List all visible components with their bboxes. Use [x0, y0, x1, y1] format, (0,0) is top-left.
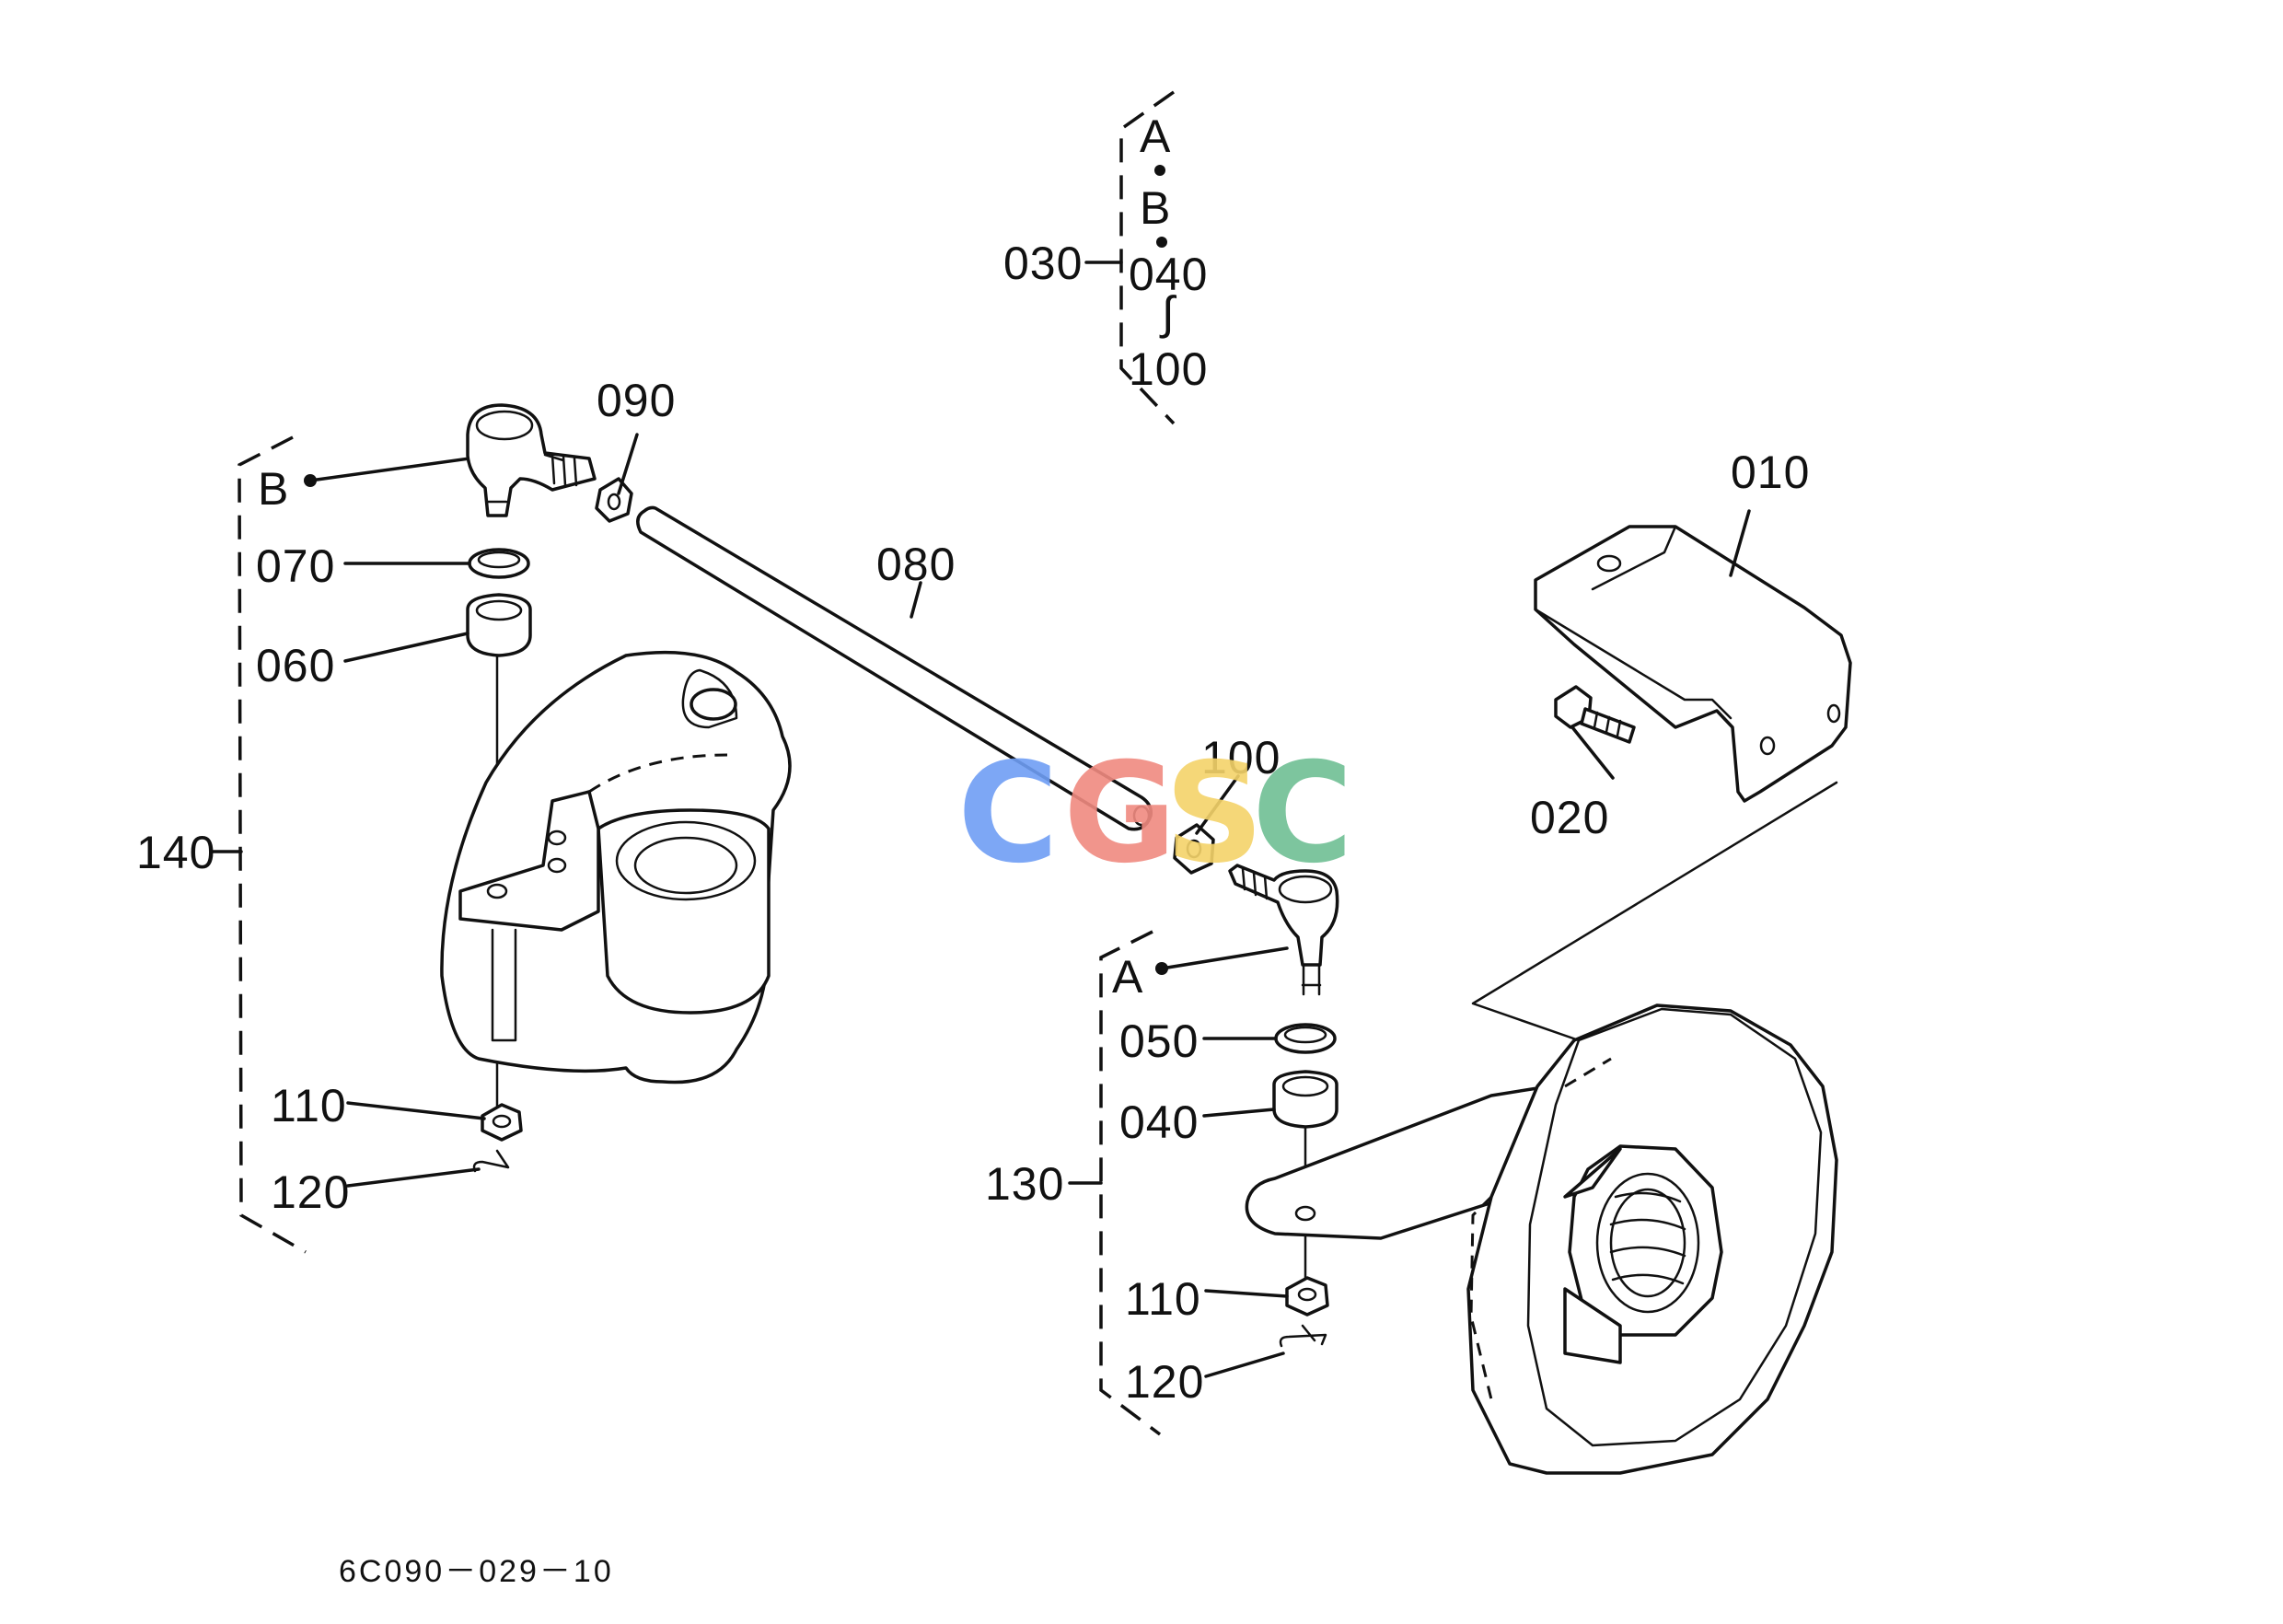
drawing-code: 6C090－029－10 — [339, 1554, 614, 1589]
callout-010: 010 — [1731, 447, 1810, 498]
set-group-030: 030 A B 040 ∫ 100 — [1003, 90, 1208, 425]
callout-060: 060 — [256, 640, 335, 691]
seal-060 — [466, 593, 532, 657]
watermark-letter-g: G — [1063, 734, 1176, 894]
knuckle-left — [440, 650, 792, 1085]
callout-140: 140 — [136, 827, 215, 878]
callout-070: 070 — [256, 540, 335, 592]
washer-050 — [1274, 1023, 1337, 1054]
callout-080: 080 — [876, 539, 956, 590]
set-line-a: A — [1140, 110, 1171, 162]
callout-110-right: 110 — [1125, 1273, 1201, 1325]
seal-040 — [1272, 1070, 1339, 1129]
callout-120-right: 120 — [1125, 1356, 1204, 1408]
callout-090: 090 — [597, 375, 676, 426]
tie-rod-end-left — [466, 403, 597, 517]
group-130: 130 A — [985, 930, 1289, 1436]
watermark-letter-c1: C — [957, 734, 1059, 894]
callout-050: 050 — [1119, 1015, 1199, 1067]
nut-090 — [595, 477, 633, 523]
washer-070 — [468, 548, 530, 579]
ref-a: A — [1112, 951, 1143, 1003]
watermark-letter-s: S — [1165, 734, 1264, 894]
watermark-letter-c2: C — [1252, 734, 1353, 894]
callout-110-left: 110 — [271, 1080, 347, 1131]
knuckle-right — [1245, 1003, 1838, 1475]
callout-130: 130 — [985, 1158, 1064, 1210]
cotter-pin-120-right — [1279, 1324, 1327, 1348]
leader-lines — [343, 433, 1838, 1378]
castle-nut-110-right — [1285, 1276, 1329, 1317]
set-line-100: 100 — [1129, 343, 1208, 395]
bracket-010 — [1534, 525, 1852, 803]
callout-labels: 090 080 100 010 020 070 060 110 120 050 … — [256, 375, 1810, 1408]
castle-nut-110-left — [481, 1103, 523, 1142]
tie-rod-080 — [636, 505, 1153, 831]
set-line-040: 040 — [1129, 249, 1208, 300]
group-140: 140 B — [136, 435, 471, 1254]
bolt-020 — [1554, 685, 1636, 744]
callout-030: 030 — [1003, 238, 1083, 289]
callout-100: 100 — [1201, 732, 1281, 783]
set-line-tilde: ∫ — [1159, 287, 1177, 339]
callout-020: 020 — [1530, 792, 1609, 843]
callout-120-left: 120 — [271, 1166, 350, 1218]
set-line-b: B — [1140, 182, 1171, 234]
ref-b: B — [258, 463, 289, 515]
watermark: C G S C — [957, 734, 1353, 894]
nut-100 — [1173, 823, 1215, 875]
tie-rod-end-right — [1228, 864, 1339, 996]
callout-040: 040 — [1119, 1096, 1199, 1148]
